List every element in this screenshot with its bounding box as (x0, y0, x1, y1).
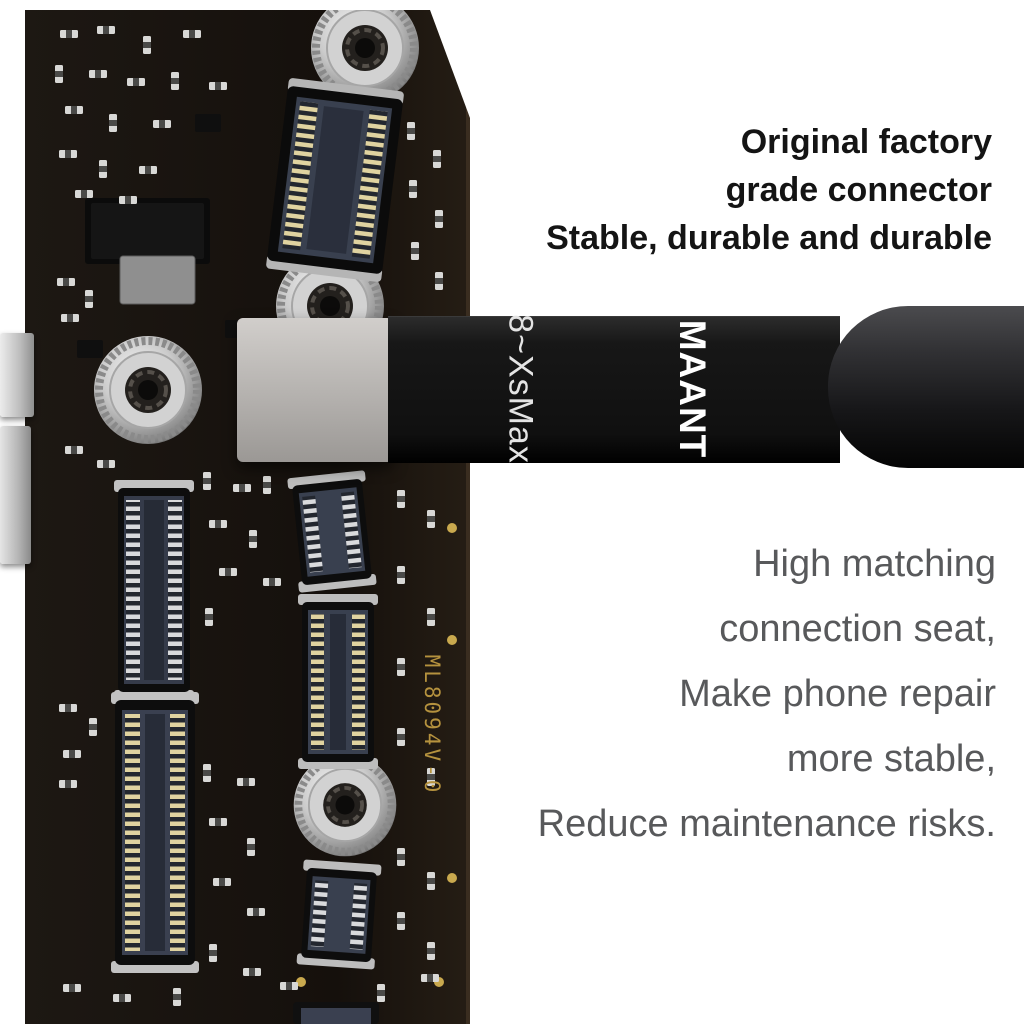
headline-line-2: grade connector (725, 171, 992, 209)
board-connector-right-medium (298, 594, 378, 769)
cable-brand-label: MAANT (672, 319, 713, 459)
board-connector-top (266, 78, 404, 282)
pcb-silkscreen-label: ML8094V-0 (420, 654, 444, 796)
board-connector-left-1 (114, 480, 194, 702)
description-line-2: connection seat, (719, 608, 996, 650)
board-connector-left-2 (111, 692, 199, 973)
board-connector-right-small (287, 470, 377, 593)
board-connector-bottom-edge (293, 1002, 379, 1024)
pcb-board: ML8094V-0 (25, 10, 470, 1024)
pcb-substrate (25, 10, 470, 1024)
headline-line-1: Original factory (740, 123, 992, 161)
ic-chips (77, 114, 251, 358)
description-line-1: High matching (753, 543, 996, 585)
flat-test-cable: 8~XsMax MAANT (388, 314, 840, 464)
gold-test-pads (296, 523, 457, 987)
board-corner-cut (430, 10, 470, 118)
description-line-4: more stable, (786, 738, 996, 780)
description-text: High matching connection seat, Make phon… (538, 532, 996, 857)
description-line-5: Reduce maintenance risks. (537, 803, 996, 845)
pcb-edge (466, 10, 470, 1024)
headline: Original factory grade connector Stable,… (546, 118, 992, 262)
cable-model-label: 8~XsMax (501, 314, 540, 464)
emi-shield (0, 333, 34, 417)
round-cable (828, 306, 1024, 468)
pcb-artwork (25, 10, 470, 1024)
headline-line-3: Stable, durable and durable (546, 219, 992, 257)
board-connector-right-bottom (296, 859, 382, 970)
emi-shield (0, 426, 31, 564)
description-line-3: Make phone repair (679, 673, 996, 715)
cable-connector-head (237, 318, 393, 462)
